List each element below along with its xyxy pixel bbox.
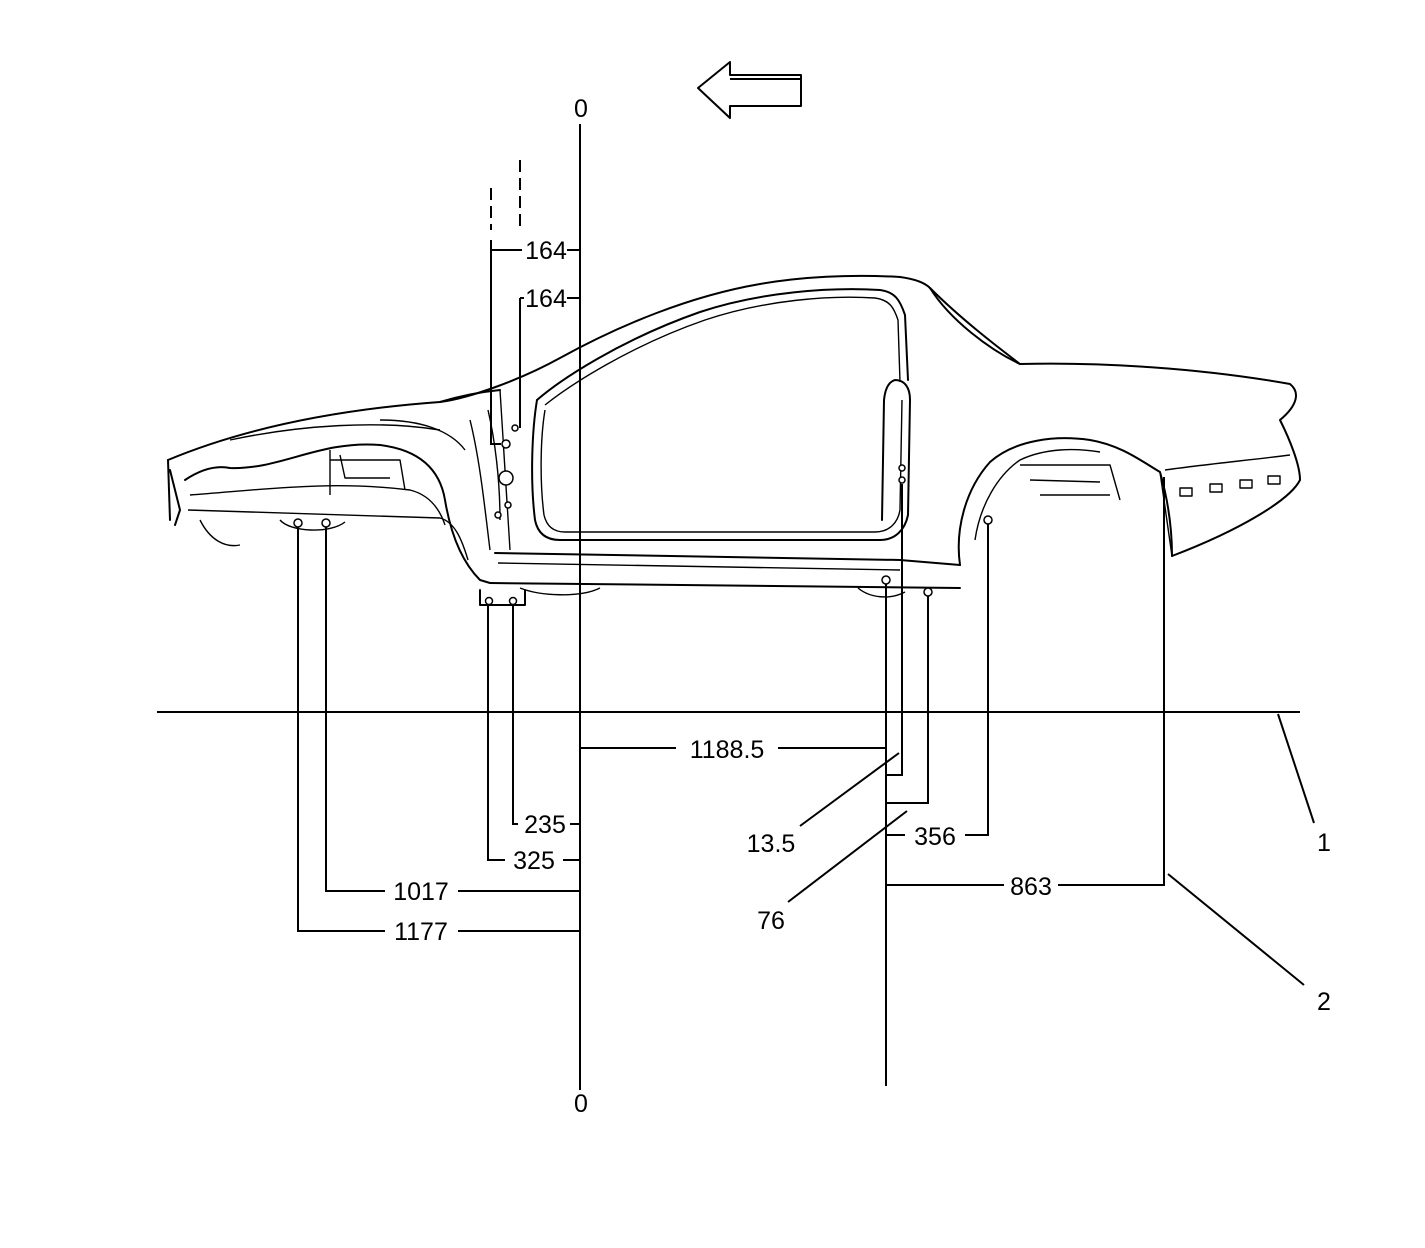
dim-rear-quarter: 863	[1010, 873, 1052, 901]
dim-front-hole-outer: 325	[513, 847, 555, 875]
callout-2-leader	[1167, 873, 1305, 986]
front-direction-arrow-icon	[697, 61, 802, 119]
dim-a-pillar-upper: 164	[525, 237, 567, 265]
b-pillar-leaders	[787, 484, 929, 903]
front-bracket-leaders	[487, 605, 580, 861]
zero-label-top: 0	[574, 95, 588, 123]
a-pillar-leaders	[490, 160, 580, 445]
front-rail-leaders	[297, 527, 580, 932]
vehicle-body-side	[167, 274, 1301, 606]
rear-wheelhouse-leader	[886, 524, 989, 836]
dim-a-pillar-lower: 164	[525, 285, 567, 313]
dim-b-pillar-offset: 13.5	[747, 830, 796, 858]
dim-front-hole-inner: 235	[524, 811, 566, 839]
callout-1-leader	[1277, 713, 1315, 824]
dim-rocker-span: 1188.5	[690, 736, 765, 764]
rear-quarter-leader	[886, 477, 1165, 886]
callout-1-label: 1	[1317, 829, 1331, 857]
reference-holes	[293, 424, 993, 606]
zero-label-bottom: 0	[574, 1090, 588, 1118]
dim-b-pillar-lower: 76	[757, 907, 785, 935]
dim-front-rail-inner: 1017	[393, 878, 449, 906]
dim-rear-wheelhouse: 356	[914, 823, 956, 851]
dim-front-rail-outer: 1177	[394, 918, 448, 946]
callout-2-label: 2	[1317, 988, 1331, 1016]
